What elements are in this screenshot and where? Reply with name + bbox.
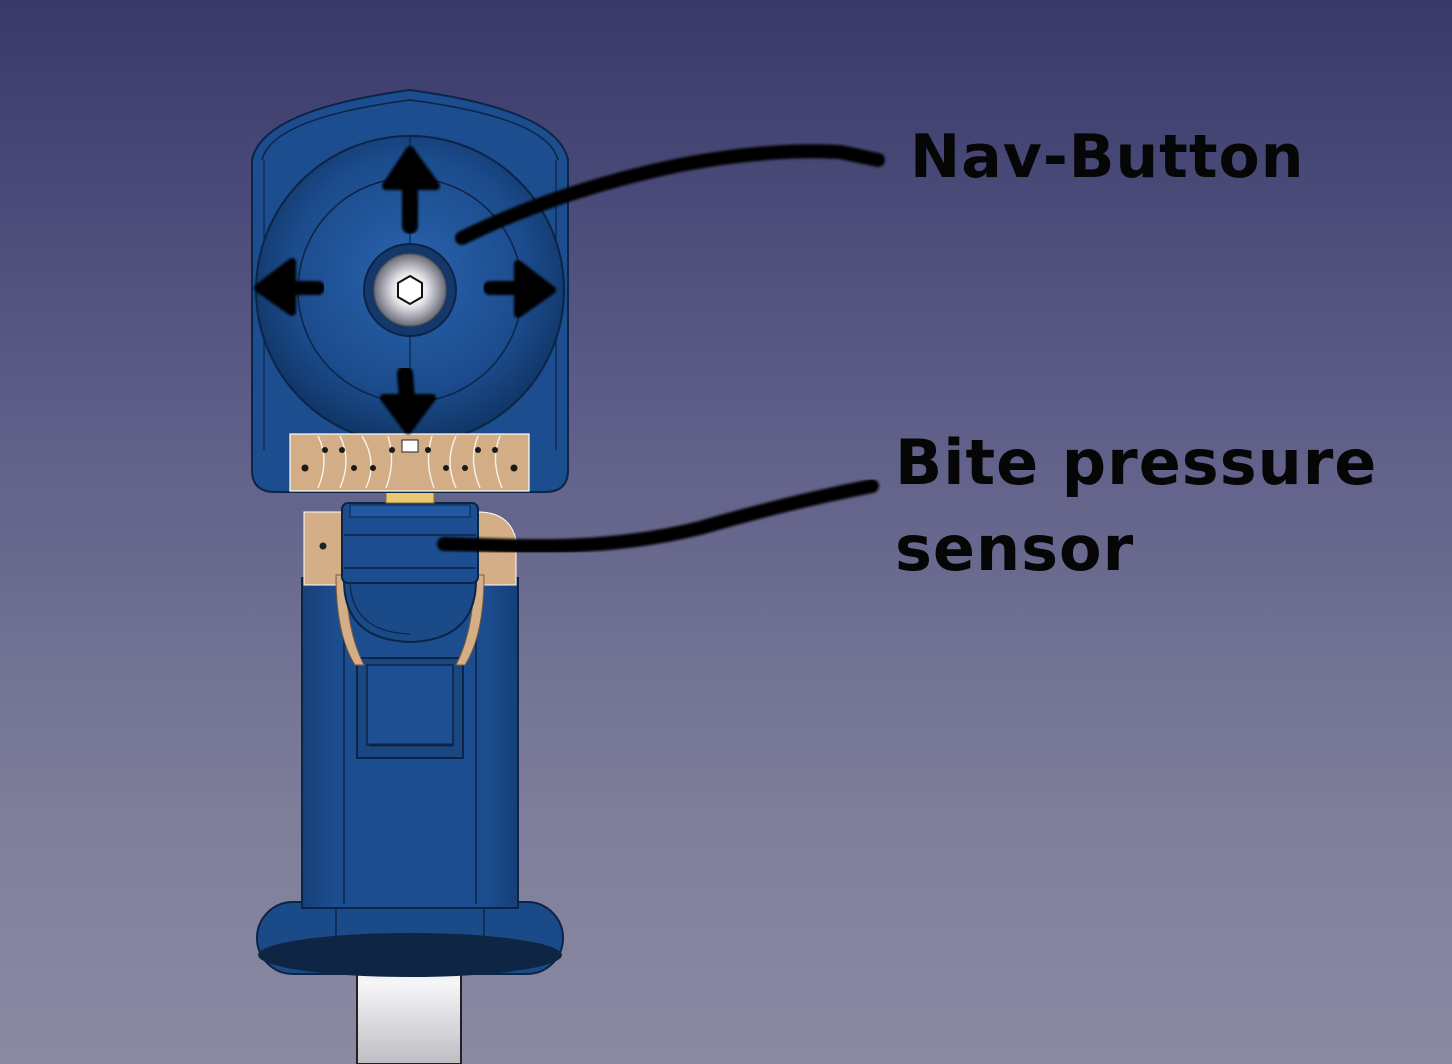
nav-button-label: Nav-Button [910,122,1305,192]
base-flange [256,901,564,977]
pcb-board [289,433,530,492]
bite-label-line1: Bite pressure [895,426,1378,499]
arrow-left-icon [254,258,325,316]
arrow-down-icon [380,366,436,434]
bite-label-line2: sensor [895,512,1135,585]
bite-sensor-leader-line [437,479,879,554]
arrow-right-icon [483,260,556,318]
bite-pressure-sensor-label: Bite pressure sensor [895,420,1377,592]
bite-pressure-sensor [341,488,479,644]
arrow-up-icon [382,146,440,234]
nav-button-leader-line [455,144,885,245]
hex-screw-icon [363,243,457,337]
